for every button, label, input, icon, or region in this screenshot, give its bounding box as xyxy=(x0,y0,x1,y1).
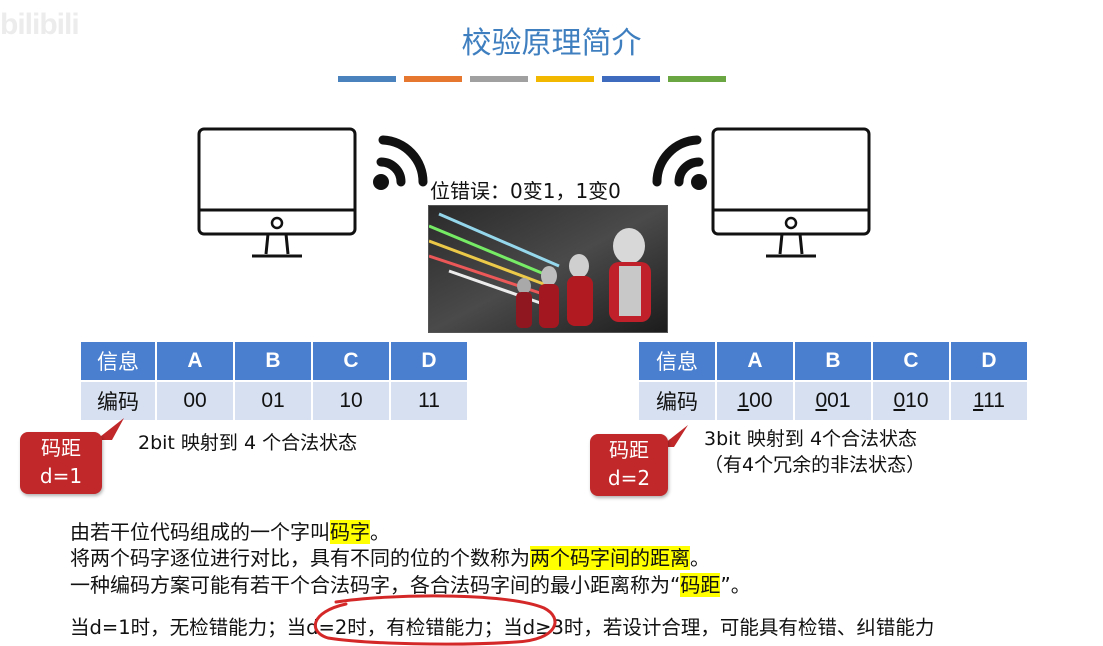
color-bar xyxy=(602,76,660,82)
note-right-line1: 3bit 映射到 4个合法状态 xyxy=(704,428,918,450)
table-header-row: 信息 A B C D xyxy=(81,342,467,380)
wifi-icon xyxy=(652,135,707,190)
text: 一种编码方案可能有若干个合法码字，各合法码字间的最小距离称为“ xyxy=(70,573,681,597)
monitor-icon xyxy=(197,127,357,258)
redundant-bit: 1 xyxy=(973,389,984,412)
table-cell: 111 xyxy=(951,382,1027,420)
bilibili-watermark: bilibili xyxy=(0,8,80,41)
redundant-bit: 0 xyxy=(893,389,906,412)
color-bar xyxy=(404,76,462,82)
table-cell: 11 xyxy=(391,382,467,420)
paragraph-codeword: 由若干位代码组成的一个字叫码字。 xyxy=(70,516,390,545)
table-row: 编码 100 001 010 111 xyxy=(639,382,1027,420)
text: 由若干位代码组成的一个字叫 xyxy=(70,520,330,544)
code-bits: 11 xyxy=(983,389,1005,412)
callout-value: d=1 xyxy=(39,464,83,488)
table-cell: 10 xyxy=(313,382,389,420)
table-header-cell: A xyxy=(717,342,793,380)
table-header-cell: D xyxy=(951,342,1027,380)
table-header-cell: B xyxy=(795,342,871,380)
table-header-cell: A xyxy=(157,342,233,380)
text: 。 xyxy=(690,546,710,570)
callout-value: d=2 xyxy=(607,466,651,490)
code-bits: 01 xyxy=(827,389,851,412)
redundant-bit: 0 xyxy=(815,389,828,412)
table-header-row: 信息 A B C D xyxy=(639,342,1027,380)
table-header-cell: D xyxy=(391,342,467,380)
callout-label: 码距 xyxy=(609,438,649,462)
title-color-bars xyxy=(338,76,726,82)
text: ”。 xyxy=(720,573,751,597)
bit-error-caption: 位错误：0变1，1变0 xyxy=(430,179,621,203)
paragraph-code-distance: 一种编码方案可能有若干个合法码字，各合法码字间的最小距离称为“码距”。 xyxy=(70,569,751,598)
wifi-icon xyxy=(373,135,428,190)
monitor-icon xyxy=(711,127,871,258)
color-bar xyxy=(470,76,528,82)
redundant-bit: 1 xyxy=(737,389,750,412)
table-cell: 编码 xyxy=(81,382,155,420)
table-cell: 001 xyxy=(795,382,871,420)
text: 将两个码字逐位进行对比，具有不同的位的个数称为 xyxy=(70,546,530,570)
table-cell: 01 xyxy=(235,382,311,420)
paragraph-distance: 将两个码字逐位进行对比，具有不同的位的个数称为两个码字间的距离。 xyxy=(70,542,710,571)
table-cell: 010 xyxy=(873,382,949,420)
table-header-cell: B xyxy=(235,342,311,380)
table-header-cell: 信息 xyxy=(639,342,715,380)
color-bar xyxy=(668,76,726,82)
code-table-left: 信息 A B C D 编码 00 01 10 11 xyxy=(79,340,469,422)
highlight-code-distance: 码距 xyxy=(680,573,721,597)
red-ink-circle xyxy=(313,594,557,646)
table-cell: 00 xyxy=(157,382,233,420)
ultraman-image xyxy=(428,205,668,333)
color-bar xyxy=(338,76,396,82)
table-header-cell: 信息 xyxy=(81,342,155,380)
callout-tail xyxy=(96,418,124,440)
note-right: 3bit 映射到 4个合法状态 （有4个冗余的非法状态） xyxy=(704,426,925,478)
code-distance-callout-left: 码距 d=1 xyxy=(20,432,102,494)
table-cell: 100 xyxy=(717,382,793,420)
note-left: 2bit 映射到 4 个合法状态 xyxy=(138,432,358,454)
table-header-cell: C xyxy=(313,342,389,380)
highlight-distance: 两个码字间的距离 xyxy=(530,546,690,570)
page-title: 校验原理简介 xyxy=(461,26,642,61)
code-distance-callout-right: 码距 d=2 xyxy=(590,434,668,496)
code-bits: 10 xyxy=(905,389,929,412)
table-cell: 编码 xyxy=(639,382,715,420)
callout-label: 码距 xyxy=(41,436,81,460)
note-right-line2: （有4个冗余的非法状态） xyxy=(704,454,926,476)
color-bar xyxy=(536,76,594,82)
highlight-codeword: 码字 xyxy=(330,520,370,544)
code-table-right: 信息 A B C D 编码 100 001 010 111 xyxy=(637,340,1029,422)
paragraph-capability: 当d=1时，无检错能力；当d=2时，有检错能力；当d≥3时，若设计合理，可能具有… xyxy=(70,616,935,639)
text: 。 xyxy=(370,520,390,544)
table-header-cell: C xyxy=(873,342,949,380)
table-row: 编码 00 01 10 11 xyxy=(81,382,467,420)
code-bits: 00 xyxy=(749,389,773,412)
